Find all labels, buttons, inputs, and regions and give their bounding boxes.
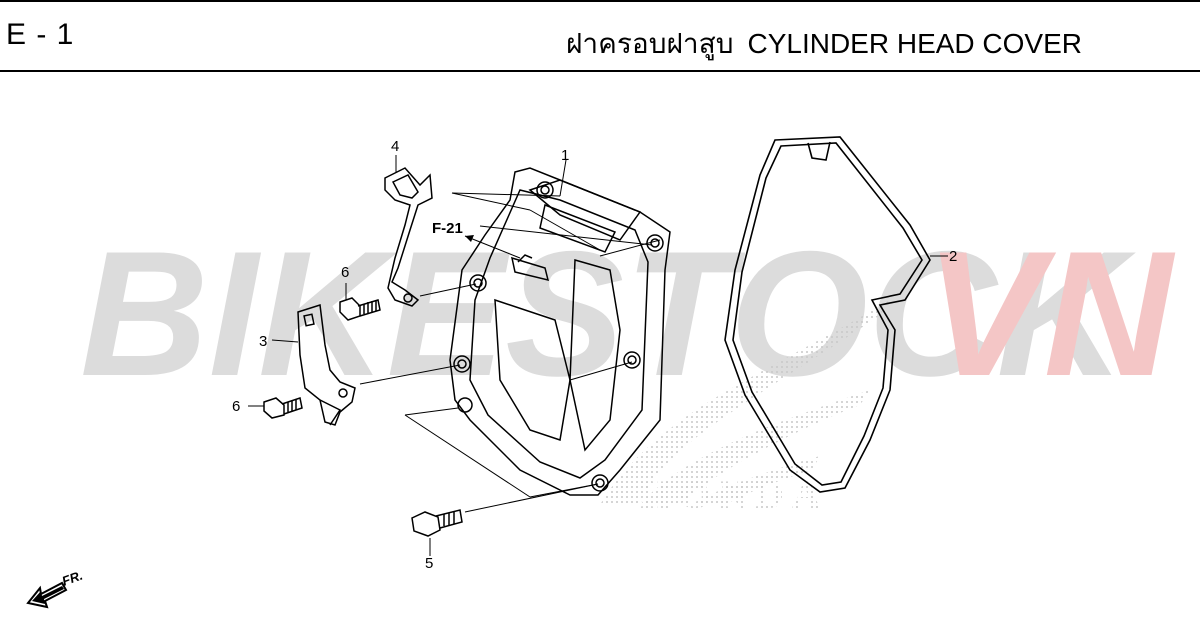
callout-part-3: 3 xyxy=(259,333,267,350)
header-top-rule xyxy=(0,0,1200,2)
wing-upper xyxy=(600,300,890,505)
part-1-cylinder-head-cover xyxy=(449,167,671,496)
callout-part-4: 4 xyxy=(391,138,399,155)
reference-f21-label: F-21 xyxy=(432,220,463,237)
part-4-bracket xyxy=(384,167,433,307)
part-6-bolt-upper xyxy=(339,297,381,321)
watermark-text-right: VN xyxy=(925,214,1176,413)
honda-wing-logo: HONDA xyxy=(600,300,890,517)
callout-part-6-lower: 6 xyxy=(232,398,240,415)
header-bottom-rule xyxy=(0,70,1200,72)
page-title: ฝาครอบฝาสูบ CYLINDER HEAD COVER xyxy=(566,22,1082,66)
reference-f21: F-21 xyxy=(432,220,521,259)
exploded-view-diagram: BIKESTOCK VN HONDA xyxy=(26,136,1176,609)
wing-lower xyxy=(690,456,820,505)
callout-numbers: 1 2 3 4 5 6 6 xyxy=(232,138,957,572)
callout-part-1: 1 xyxy=(561,147,569,164)
page-title-english: CYLINDER HEAD COVER xyxy=(747,28,1082,59)
section-code: E - 1 xyxy=(6,18,75,51)
wing-middle xyxy=(640,390,870,505)
callout-part-6-upper: 6 xyxy=(341,264,349,281)
page-title-thai: ฝาครอบฝาสูบ xyxy=(566,27,734,60)
callout-part-5: 5 xyxy=(425,555,433,572)
part-5-bolt xyxy=(411,509,463,537)
honda-logo-text: HONDA xyxy=(640,472,829,517)
part-2-gasket xyxy=(724,136,931,493)
leader-lines xyxy=(248,155,948,556)
front-direction-indicator: FR. xyxy=(26,568,85,609)
callout-part-2: 2 xyxy=(949,248,957,265)
page-header: E - 1 ฝาครอบฝาสูบ CYLINDER HEAD COVER xyxy=(0,0,1200,72)
watermark: BIKESTOCK VN xyxy=(80,214,1176,413)
part-6-bolt-lower xyxy=(263,397,303,419)
front-direction-label: FR. xyxy=(60,568,85,589)
part-3-stay xyxy=(297,304,356,426)
